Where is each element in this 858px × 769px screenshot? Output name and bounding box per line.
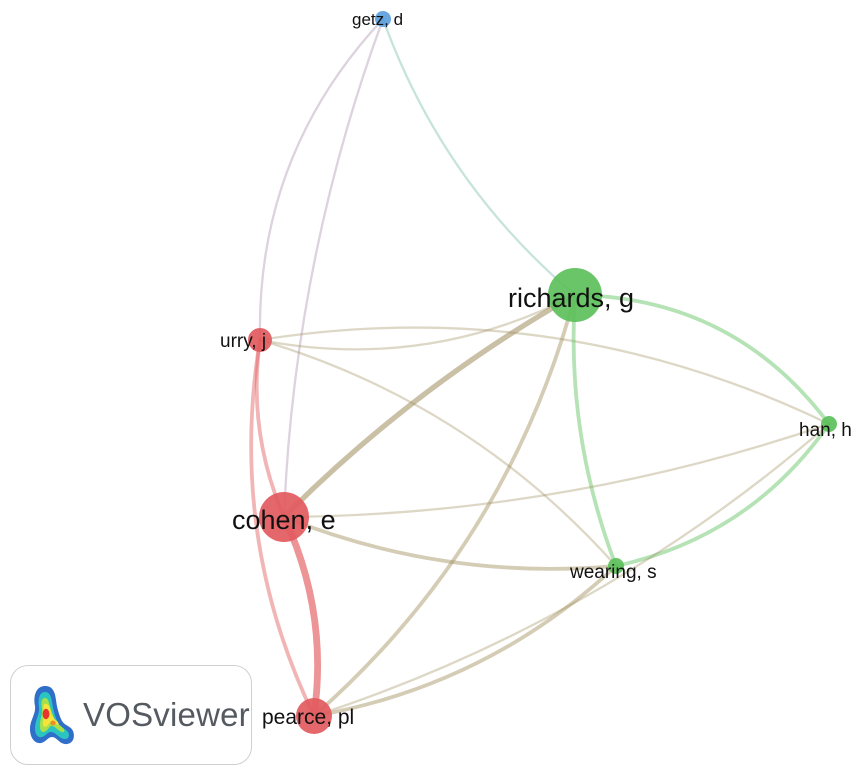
link-cohen-han	[282, 422, 831, 519]
vosviewer-logo-text: VOSviewer	[83, 696, 250, 733]
node-label-han: han, h	[799, 420, 852, 441]
link-getz-richards	[381, 17, 577, 297]
link-urry-pearce	[249, 338, 316, 718]
link-cohen-wearing	[282, 515, 618, 571]
link-richards-han	[573, 293, 831, 426]
node-pearce[interactable]	[296, 698, 332, 734]
vosviewer-logo-icon	[30, 686, 74, 745]
link-getz-urry	[258, 17, 385, 342]
node-label-pearce: pearce, pl	[262, 706, 354, 729]
node-label-wearing: wearing, s	[569, 562, 657, 583]
link-urry-richards	[258, 293, 577, 351]
node-label-cohen: cohen, e	[232, 505, 336, 535]
vosviewer-badge: VOSviewer	[10, 665, 252, 765]
link-cohen-pearce	[280, 513, 322, 720]
link-pearce-han	[312, 422, 831, 718]
link-richards-wearing	[571, 293, 618, 568]
link-urry-wearing	[258, 338, 618, 568]
node-wearing[interactable]	[608, 558, 624, 574]
node-han[interactable]	[821, 416, 837, 432]
node-cohen[interactable]	[259, 492, 309, 542]
link-richards-pearce	[312, 293, 577, 718]
link-urry-cohen	[254, 338, 286, 519]
network-nodes	[248, 11, 837, 734]
link-wearing-han	[614, 422, 831, 568]
link-wearing-pearce	[312, 564, 618, 718]
link-getz-cohen	[282, 17, 385, 519]
node-richards[interactable]	[548, 268, 602, 322]
node-label-richards: richards, g	[508, 283, 634, 313]
node-label-urry: urry, j	[220, 331, 266, 352]
node-getz[interactable]	[375, 11, 391, 27]
link-richards-cohen	[281, 292, 578, 520]
node-label-getz: getz, d	[352, 10, 403, 29]
link-urry-han	[258, 326, 831, 426]
network-labels: getz, d richards, g urry, j han, h cohen, e w…	[220, 10, 852, 729]
network-links	[249, 17, 831, 720]
node-urry[interactable]	[248, 328, 272, 352]
